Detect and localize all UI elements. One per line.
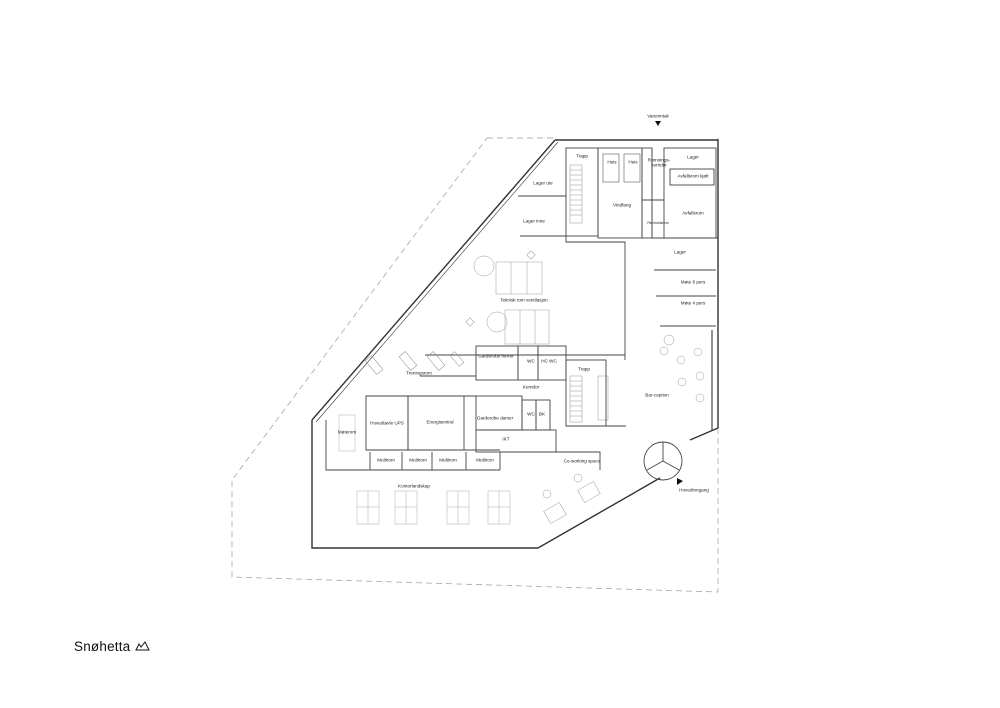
- stair-south: [569, 375, 609, 423]
- room-label-treningsrom: Treningsrom: [406, 370, 432, 376]
- room-label-trapp-sor: Trapp: [578, 366, 590, 372]
- revolving-door: [643, 441, 683, 481]
- room-label-wc-1: WC: [527, 358, 535, 364]
- room-label-co-working: Co-working space: [563, 458, 601, 464]
- room-label-moterom: Møterom: [337, 429, 357, 435]
- room-label-mote-4: Møte 4 pers: [680, 300, 706, 306]
- room-label-heis-2: Heis: [628, 159, 638, 165]
- gym-equipment: [364, 351, 465, 375]
- room-label-kontorlandskap: Kontorlandskap: [398, 483, 430, 489]
- room-label-garderobe-damer: Garderobe damer: [476, 415, 514, 421]
- room-label-avfallsrom: Avfallsrom: [682, 210, 704, 216]
- room-label-bk: BK: [538, 411, 546, 417]
- room-label-multirom-1: Multirom: [377, 457, 395, 463]
- room-label-vindfang: Vindfang: [612, 202, 632, 208]
- meeting-table: [338, 414, 356, 452]
- room-label-multirom-3: Multirom: [439, 457, 457, 463]
- room-label-lager-inne: Lager inne: [523, 218, 545, 224]
- lounge-tables: [659, 334, 705, 403]
- mountain-logo-icon: [135, 641, 151, 651]
- brand-name: Snøhetta: [74, 639, 131, 654]
- site-boundary: [231, 137, 719, 593]
- room-label-mote-8: Møte 8 pers: [680, 279, 706, 285]
- room-label-ramnings-korridor: Rømnings- korridor: [647, 157, 671, 167]
- room-label-korridor: Korridor: [522, 384, 540, 390]
- room-label-renholdsrom: Renholdsrom: [647, 221, 669, 226]
- interior-walls: [325, 147, 718, 471]
- office-desks: [356, 490, 511, 525]
- room-label-bar-ception: Bar-ception: [645, 392, 669, 398]
- room-label-hovedtavle-ups: Hovedtavle UPS: [370, 420, 404, 426]
- room-label-wc-2: WC: [527, 411, 535, 417]
- room-label-hc-wc: HC WC: [541, 358, 557, 364]
- stair-north: [569, 164, 583, 224]
- vareinntak-arrow: [655, 121, 661, 126]
- room-label-multirom-4: Multirom: [476, 457, 494, 463]
- room-label-lager-ost: Lager: [674, 249, 686, 255]
- room-label-garderobe-herrer: Garderobe herrer: [478, 353, 514, 359]
- exterior-walls: [311, 139, 719, 549]
- room-label-lager-nordost: Lager: [687, 154, 699, 160]
- room-label-avfallsrom-kjolt: Avfallsrom kjølt: [677, 173, 709, 179]
- ventilation-units: [465, 250, 550, 345]
- room-label-multirom-2: Multirom: [409, 457, 427, 463]
- brand-logo: Snøhetta: [74, 639, 151, 654]
- marker-label-vareinntak: Vareinntak: [647, 113, 669, 119]
- room-label-teknisk-rom: Teknisk rom ventilasjon: [500, 297, 548, 303]
- room-label-ikt: IKT: [502, 436, 510, 442]
- room-label-heis-1: Heis: [607, 159, 617, 165]
- coworking-tables: [542, 473, 601, 524]
- elevators: [602, 153, 641, 183]
- room-label-trapp-nord: Trapp: [576, 153, 588, 159]
- hovedinngang-arrow: [677, 478, 683, 485]
- room-label-energisentral: Energisentral: [426, 419, 454, 425]
- room-label-lager-ute: Lager ute: [533, 180, 553, 186]
- marker-label-hovedinngang: Hovedinngang: [679, 487, 709, 493]
